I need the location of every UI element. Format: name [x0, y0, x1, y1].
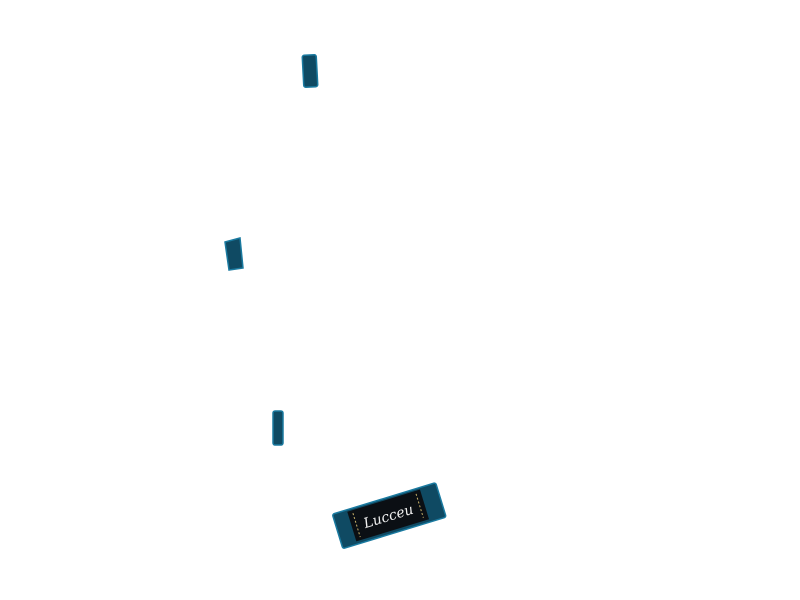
brand-label	[347, 489, 430, 542]
brand-label-strap: Lucceu	[332, 482, 447, 549]
fabric-loop-top	[301, 54, 319, 88]
fabric-loop-middle	[224, 237, 244, 271]
fabric-loop-lower	[272, 410, 284, 446]
